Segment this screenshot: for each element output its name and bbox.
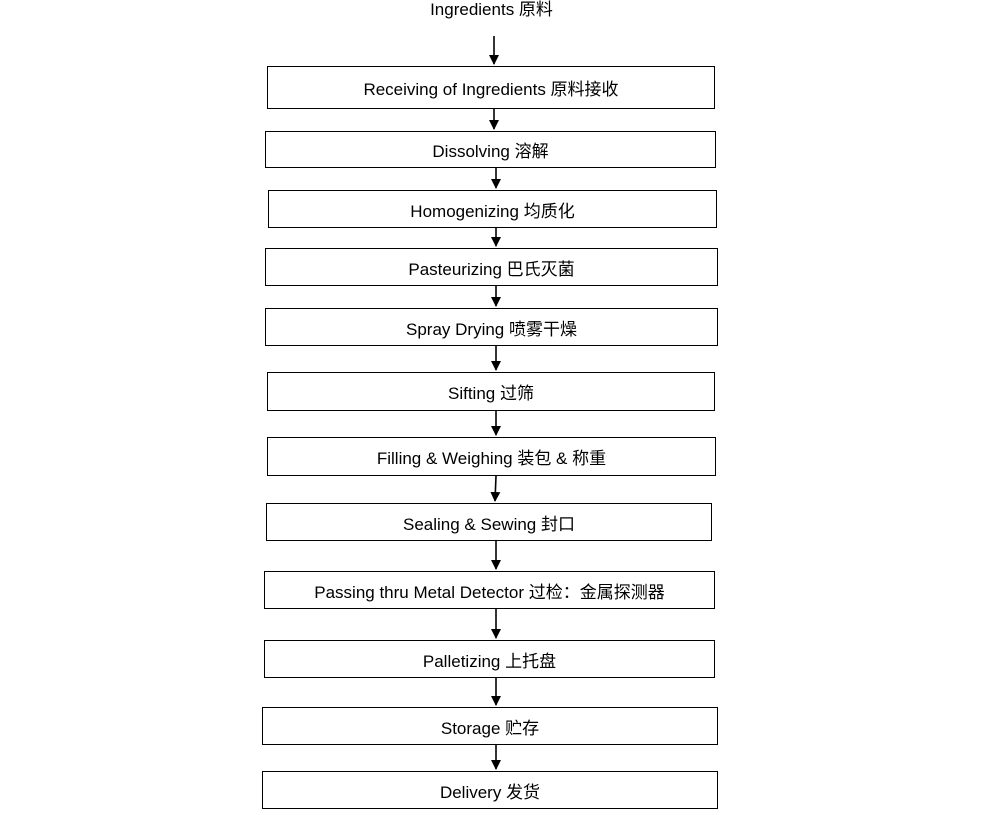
arrow-filling-to-sealing	[490, 475, 501, 502]
step-homogenizing: Homogenizing 均质化	[268, 190, 717, 228]
step-pasteurizing: Pasteurizing 巴氏灭菌	[265, 248, 718, 286]
step-filling-weighing: Filling & Weighing 装包 & 称重	[267, 437, 716, 476]
step-sifting: Sifting 过筛	[267, 372, 715, 411]
step-palletizing: Palletizing 上托盘	[264, 640, 715, 678]
step-delivery: Delivery 发货	[262, 771, 718, 809]
step-sealing-sewing: Sealing & Sewing 封口	[266, 503, 712, 541]
step-dissolving: Dissolving 溶解	[265, 131, 716, 168]
start-label: Ingredients 原料	[430, 0, 553, 19]
step-receiving-of-ingredients: Receiving of Ingredients 原料接收	[267, 66, 715, 109]
step-storage: Storage 贮存	[262, 707, 718, 745]
step-spray-drying: Spray Drying 喷雾干燥	[265, 308, 718, 346]
step-metal-detector: Passing thru Metal Detector 过检：金属探测器	[264, 571, 715, 609]
